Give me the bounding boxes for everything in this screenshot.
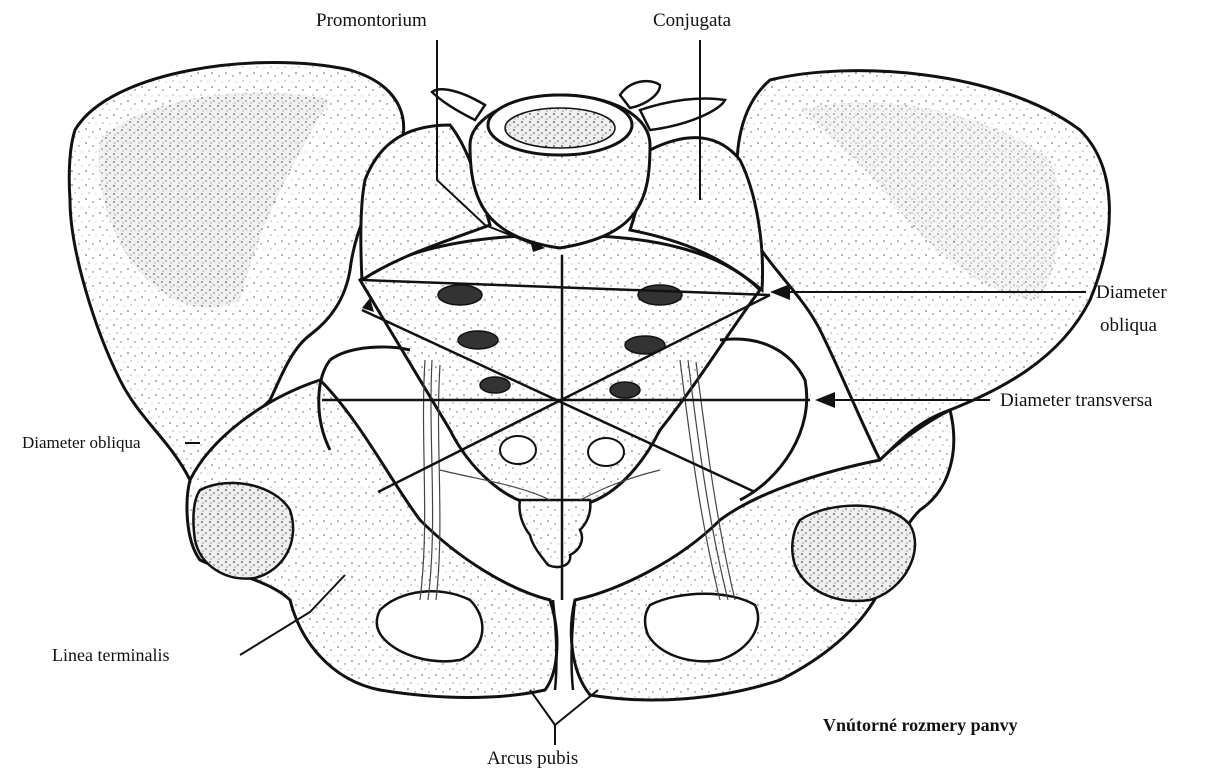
left-acetabulum xyxy=(193,483,293,579)
right-acetabulum xyxy=(792,506,915,601)
label-promontorium: Promontorium xyxy=(316,10,427,32)
arrow-obliqua-right xyxy=(770,284,790,300)
articular-process-right xyxy=(620,81,660,108)
arrow-transversa xyxy=(815,392,835,408)
label-arcus-pubis: Arcus pubis xyxy=(487,748,578,770)
vertebral-endplate-inner xyxy=(505,108,615,148)
label-conjugata: Conjugata xyxy=(653,10,731,32)
label-diameter-transversa: Diameter transversa xyxy=(1000,390,1152,412)
sacrum xyxy=(360,235,760,516)
transverse-process-left xyxy=(432,89,485,120)
coccyx xyxy=(519,500,590,567)
label-diameter-obliqua-left: Diameter obliqua xyxy=(22,432,141,454)
label-diameter-obliqua-right-2: obliqua xyxy=(1100,315,1157,337)
label-diameter-obliqua-right-1: Diameter xyxy=(1096,282,1167,304)
label-linea-terminalis: Linea terminalis xyxy=(52,644,169,666)
transverse-process-right xyxy=(640,98,725,130)
diagram-caption: Vnútorné rozmery panvy xyxy=(823,714,1018,736)
